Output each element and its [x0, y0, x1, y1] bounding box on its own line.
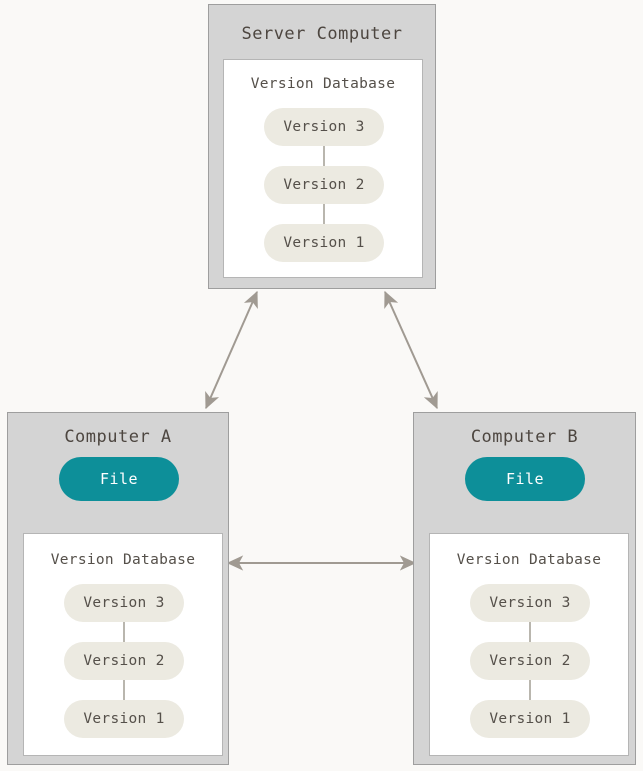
server-computer-title: Server Computer — [241, 24, 403, 44]
computer-b-version-database-title: Version Database — [456, 552, 602, 568]
computer-b-version-database-panel[interactable]: Version Database Version 3 Version 2 Ver… — [429, 533, 629, 756]
computer-a-file-pill[interactable]: File — [59, 457, 179, 501]
server-version-pill-1[interactable]: Version 1 — [264, 224, 384, 262]
server-computer-box[interactable]: Server Computer Version Database Version… — [208, 4, 436, 289]
computer-a-title: Computer A — [64, 427, 172, 447]
computer-a-version-pill-2[interactable]: Version 2 — [64, 642, 184, 680]
computer-b-file-pill[interactable]: File — [465, 457, 585, 501]
computer-b-version-pill-2[interactable]: Version 2 — [470, 642, 590, 680]
computer-b-version-pill-3[interactable]: Version 3 — [470, 584, 590, 622]
computer-b-version-connector-2-1 — [529, 679, 531, 701]
computer-a-box[interactable]: Computer A File Version Database Version… — [7, 412, 229, 765]
computer-a-version-pill-1[interactable]: Version 1 — [64, 700, 184, 738]
server-version-pill-3[interactable]: Version 3 — [264, 108, 384, 146]
server-version-connector-2-1 — [323, 203, 325, 225]
computer-b-box[interactable]: Computer B File Version Database Version… — [413, 412, 636, 765]
computer-b-title: Computer B — [470, 427, 579, 447]
server-version-connector-3-2 — [323, 145, 325, 167]
server-version-pill-2[interactable]: Version 2 — [264, 166, 384, 204]
computer-a-version-pill-3[interactable]: Version 3 — [64, 584, 184, 622]
arrow-server-to-computer-a — [205, 290, 258, 410]
arrow-server-to-computer-b — [384, 290, 438, 410]
computer-b-version-pill-1[interactable]: Version 1 — [470, 700, 590, 738]
server-version-database-title: Version Database — [250, 76, 396, 92]
computer-a-version-database-panel[interactable]: Version Database Version 3 Version 2 Ver… — [23, 533, 223, 756]
server-version-database-panel[interactable]: Version Database Version 3 Version 2 Ver… — [223, 59, 423, 278]
computer-b-version-connector-3-2 — [529, 621, 531, 643]
computer-a-version-connector-2-1 — [123, 679, 125, 701]
computer-a-version-database-title: Version Database — [50, 552, 196, 568]
computer-a-version-connector-3-2 — [123, 621, 125, 643]
